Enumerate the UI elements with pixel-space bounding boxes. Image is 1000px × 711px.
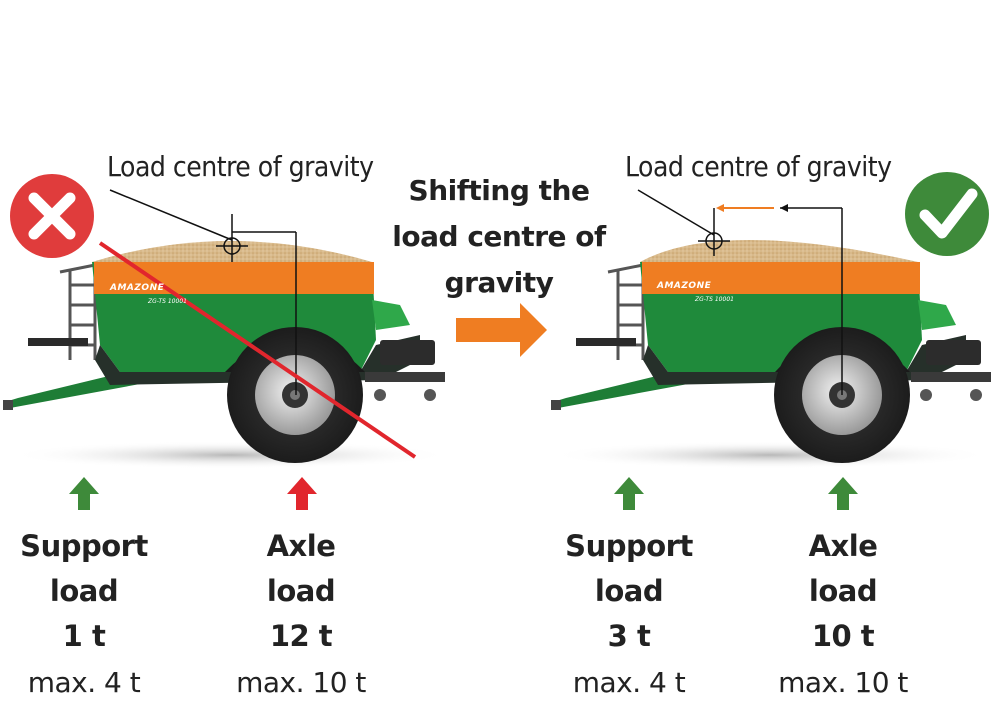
support-label-line2-right: load — [594, 574, 664, 608]
support-max-left: max. 4 t — [27, 666, 141, 699]
model-label-right: ZG-TS 10001 — [695, 296, 734, 303]
axle-arrow-right — [828, 477, 858, 510]
support-value-left: 1 t — [62, 619, 106, 653]
cog-marker-left — [109, 189, 297, 395]
shift-caption-line3: gravity — [444, 266, 554, 299]
support-value-right: 3 t — [607, 619, 651, 653]
axle-max-right: max. 10 t — [778, 666, 908, 699]
cog-marker-right — [637, 189, 843, 395]
axle-max-left: max. 10 t — [236, 666, 366, 699]
strike-line — [98, 241, 417, 459]
grain-heap — [640, 240, 918, 262]
brand-label-right: AMAZONE — [657, 281, 712, 291]
cog-label-right: Load centre of gravity — [625, 150, 892, 183]
spreader-right — [550, 189, 991, 469]
axle-label-line2-left: load — [266, 574, 336, 608]
axle-label-line2-right: load — [808, 574, 878, 608]
hopper-orange-band — [642, 262, 920, 294]
check-icon — [905, 172, 989, 256]
support-label-line1-left: Support — [20, 529, 148, 563]
axle-label-line1-left: Axle — [266, 529, 336, 563]
shift-arrow — [456, 303, 547, 357]
support-label-line1-right: Support — [565, 529, 693, 563]
shift-caption-line1: Shifting the — [408, 174, 590, 207]
support-arrow-right — [614, 477, 644, 510]
axle-arrow-left — [287, 477, 317, 510]
axle-value-left: 12 t — [269, 619, 333, 653]
cross-icon — [10, 174, 94, 258]
cog-label-left: Load centre of gravity — [107, 150, 374, 183]
support-label-line2-left: load — [49, 574, 119, 608]
support-max-right: max. 4 t — [572, 666, 686, 699]
spreader-left — [3, 189, 450, 469]
shift-indicator-arrow — [716, 204, 724, 212]
axle-value-right: 10 t — [811, 619, 875, 653]
model-label-left: ZG-TS 10001 — [148, 298, 187, 305]
shift-caption-line2: load centre of — [392, 220, 606, 253]
brand-label-left: AMAZONE — [110, 283, 165, 293]
hopper-orange-band — [94, 262, 374, 294]
support-arrow-left — [69, 477, 99, 510]
axle-label-line1-right: Axle — [808, 529, 878, 563]
shift-caption: Shifting the load centre of gravity — [392, 168, 606, 306]
